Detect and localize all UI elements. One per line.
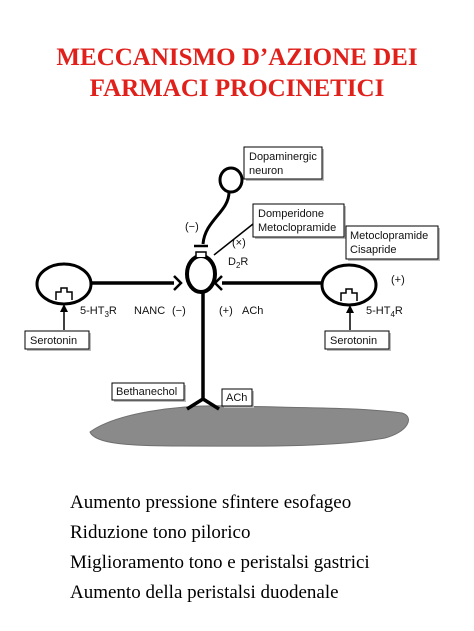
d2r-label: D2R (228, 256, 248, 270)
right-serotonin-neuron (320, 263, 378, 307)
right-arrow-head (346, 305, 354, 313)
5ht3r-label: 5-HT3R (80, 305, 117, 319)
left-5ht3-receptor (55, 287, 73, 300)
domperidone-pointer (213, 223, 254, 256)
dopaminergic-label-2: neuron (249, 165, 283, 177)
ach-mid-label: ACh (242, 305, 263, 317)
list-item: Riduzione tono pilorico (70, 522, 251, 543)
minus-mid-label: (−) (172, 305, 186, 317)
right-5ht4-receptor (340, 288, 358, 301)
metoclopramide-label-1: Metoclopramide (350, 230, 428, 242)
left-synapse (173, 275, 183, 291)
ach-box-label: ACh (226, 392, 247, 404)
5ht4r-label: 5-HT4R (366, 305, 403, 319)
dopaminergic-axon (201, 191, 231, 245)
serotonin-left-box: Serotonin (24, 330, 91, 351)
metoclopramide-box: Metoclopramide Cisapride (345, 225, 440, 261)
list-item: Miglioramento tono e peristalsi gastrici (70, 552, 370, 573)
plus-right-label: (+) (391, 274, 405, 286)
bethanechol-box: Bethanechol (111, 382, 186, 402)
times-mark-label: (×) (232, 237, 246, 249)
serotonin-left-label: Serotonin (30, 335, 77, 347)
left-arrow-head (60, 304, 68, 312)
metoclopramide-label-2: Cisapride (350, 244, 396, 256)
central-neuron (185, 254, 217, 294)
nanc-label: NANC (134, 305, 165, 317)
dopaminergic-neuron-body (218, 166, 244, 194)
slide-title: MECCANISMO D’AZIONE DEI FARMACI PROCINET… (0, 42, 474, 104)
title-line-2: FARMACI PROCINETICI (89, 75, 385, 102)
list-item: Aumento pressione sfintere esofageo (70, 492, 352, 513)
ach-box: ACh (221, 388, 254, 408)
effects-list: Aumento pressione sfintere esofageo Ridu… (70, 488, 470, 608)
plus-mid-label: (+) (219, 305, 233, 317)
dopaminergic-neuron-box: Dopaminergic neuron (243, 146, 324, 181)
minus-top-label: (−) (185, 221, 199, 233)
list-item: Aumento della peristalsi duodenale (70, 582, 339, 603)
bethanechol-label: Bethanechol (116, 386, 177, 398)
domperidone-box: Domperidone Metoclopramide (252, 203, 346, 239)
serotonin-right-box: Serotonin (324, 330, 391, 351)
serotonin-right-label: Serotonin (330, 335, 377, 347)
dopaminergic-label-1: Dopaminergic (249, 151, 317, 163)
smooth-muscle-layer (89, 405, 409, 447)
d2-receptor (195, 251, 207, 257)
title-line-1: MECCANISMO D’AZIONE DEI (56, 44, 418, 71)
domperidone-label-2: Metoclopramide (258, 222, 336, 234)
domperidone-label-1: Domperidone (258, 208, 324, 220)
axon-terminal (186, 396, 220, 411)
